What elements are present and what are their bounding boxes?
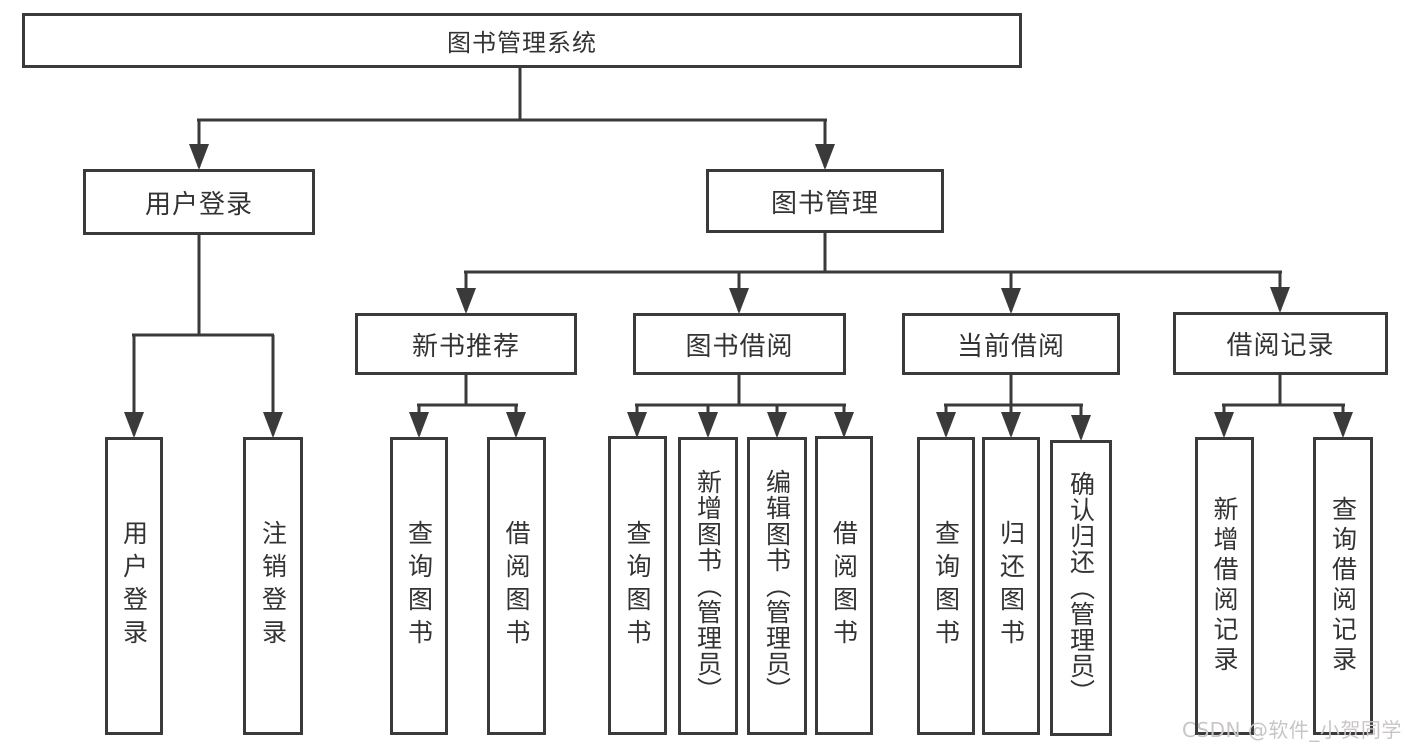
leaf-query-books-3-label: 查询图书 (931, 520, 961, 652)
leaf-return-book-label: 归还图书 (996, 520, 1026, 652)
leaf-add-borrow-record: 新增借阅记录 (1195, 437, 1254, 735)
node-new-book-recommendation: 新书推荐 (355, 313, 577, 375)
leaf-query-books-3: 查询图书 (917, 437, 975, 735)
leaf-borrow-books-2-label: 借阅图书 (829, 519, 859, 652)
leaf-borrow-books-2: 借阅图书 (815, 436, 873, 735)
node-current-borrowing-label: 当前借阅 (956, 331, 1065, 362)
leaf-borrow-books-1-label: 借阅图书 (502, 520, 531, 652)
node-book-borrowing-label: 图书借阅 (685, 331, 794, 362)
node-user-login: 用户登录 (83, 169, 315, 235)
watermark: CSDN @软件_小贺同学 (1182, 718, 1402, 742)
leaf-user-login-label: 用户登录 (119, 520, 149, 652)
leaf-query-borrow-record-label: 查询借阅记录 (1328, 496, 1358, 676)
leaf-query-borrow-record: 查询借阅记录 (1313, 437, 1373, 735)
node-user-login-label: 用户登录 (144, 189, 253, 220)
node-root: 图书管理系统 (22, 13, 1022, 68)
node-book-management: 图书管理 (706, 169, 944, 233)
arrowheads (124, 144, 1353, 441)
leaf-query-books-1: 查询图书 (390, 437, 448, 735)
leaf-add-borrow-record-label: 新增借阅记录 (1210, 496, 1239, 676)
leaf-add-book-admin: 新增图书（管理员） (678, 437, 738, 735)
leaf-edit-book-admin: 编辑图书（管理员） (747, 437, 807, 735)
leaf-edit-book-admin-label: 编辑图书（管理员） (762, 469, 792, 703)
leaf-query-books-2-label: 查询图书 (623, 519, 652, 652)
leaf-query-books-1-label: 查询图书 (404, 520, 434, 652)
node-book-borrowing: 图书借阅 (633, 313, 846, 375)
leaf-borrow-books-1: 借阅图书 (487, 437, 546, 735)
node-borrowing-records: 借阅记录 (1173, 312, 1388, 375)
node-book-management-label: 图书管理 (770, 188, 879, 219)
leaf-confirm-return-admin-label: 确认归还（管理员） (1066, 471, 1096, 705)
leaf-return-book: 归还图书 (982, 437, 1040, 735)
node-new-book-recommendation-label: 新书推荐 (411, 331, 520, 362)
leaf-user-login: 用户登录 (105, 437, 163, 735)
leaf-logout-label: 注销登录 (258, 520, 288, 652)
leaf-logout: 注销登录 (243, 437, 303, 735)
node-current-borrowing: 当前借阅 (902, 313, 1120, 375)
node-borrowing-records-label: 借阅记录 (1226, 331, 1335, 361)
node-root-label: 图书管理系统 (447, 29, 597, 57)
leaf-query-books-2: 查询图书 (608, 436, 667, 735)
leaf-add-book-admin-label: 新增图书（管理员） (693, 469, 723, 703)
leaf-confirm-return-admin: 确认归还（管理员） (1050, 440, 1112, 736)
